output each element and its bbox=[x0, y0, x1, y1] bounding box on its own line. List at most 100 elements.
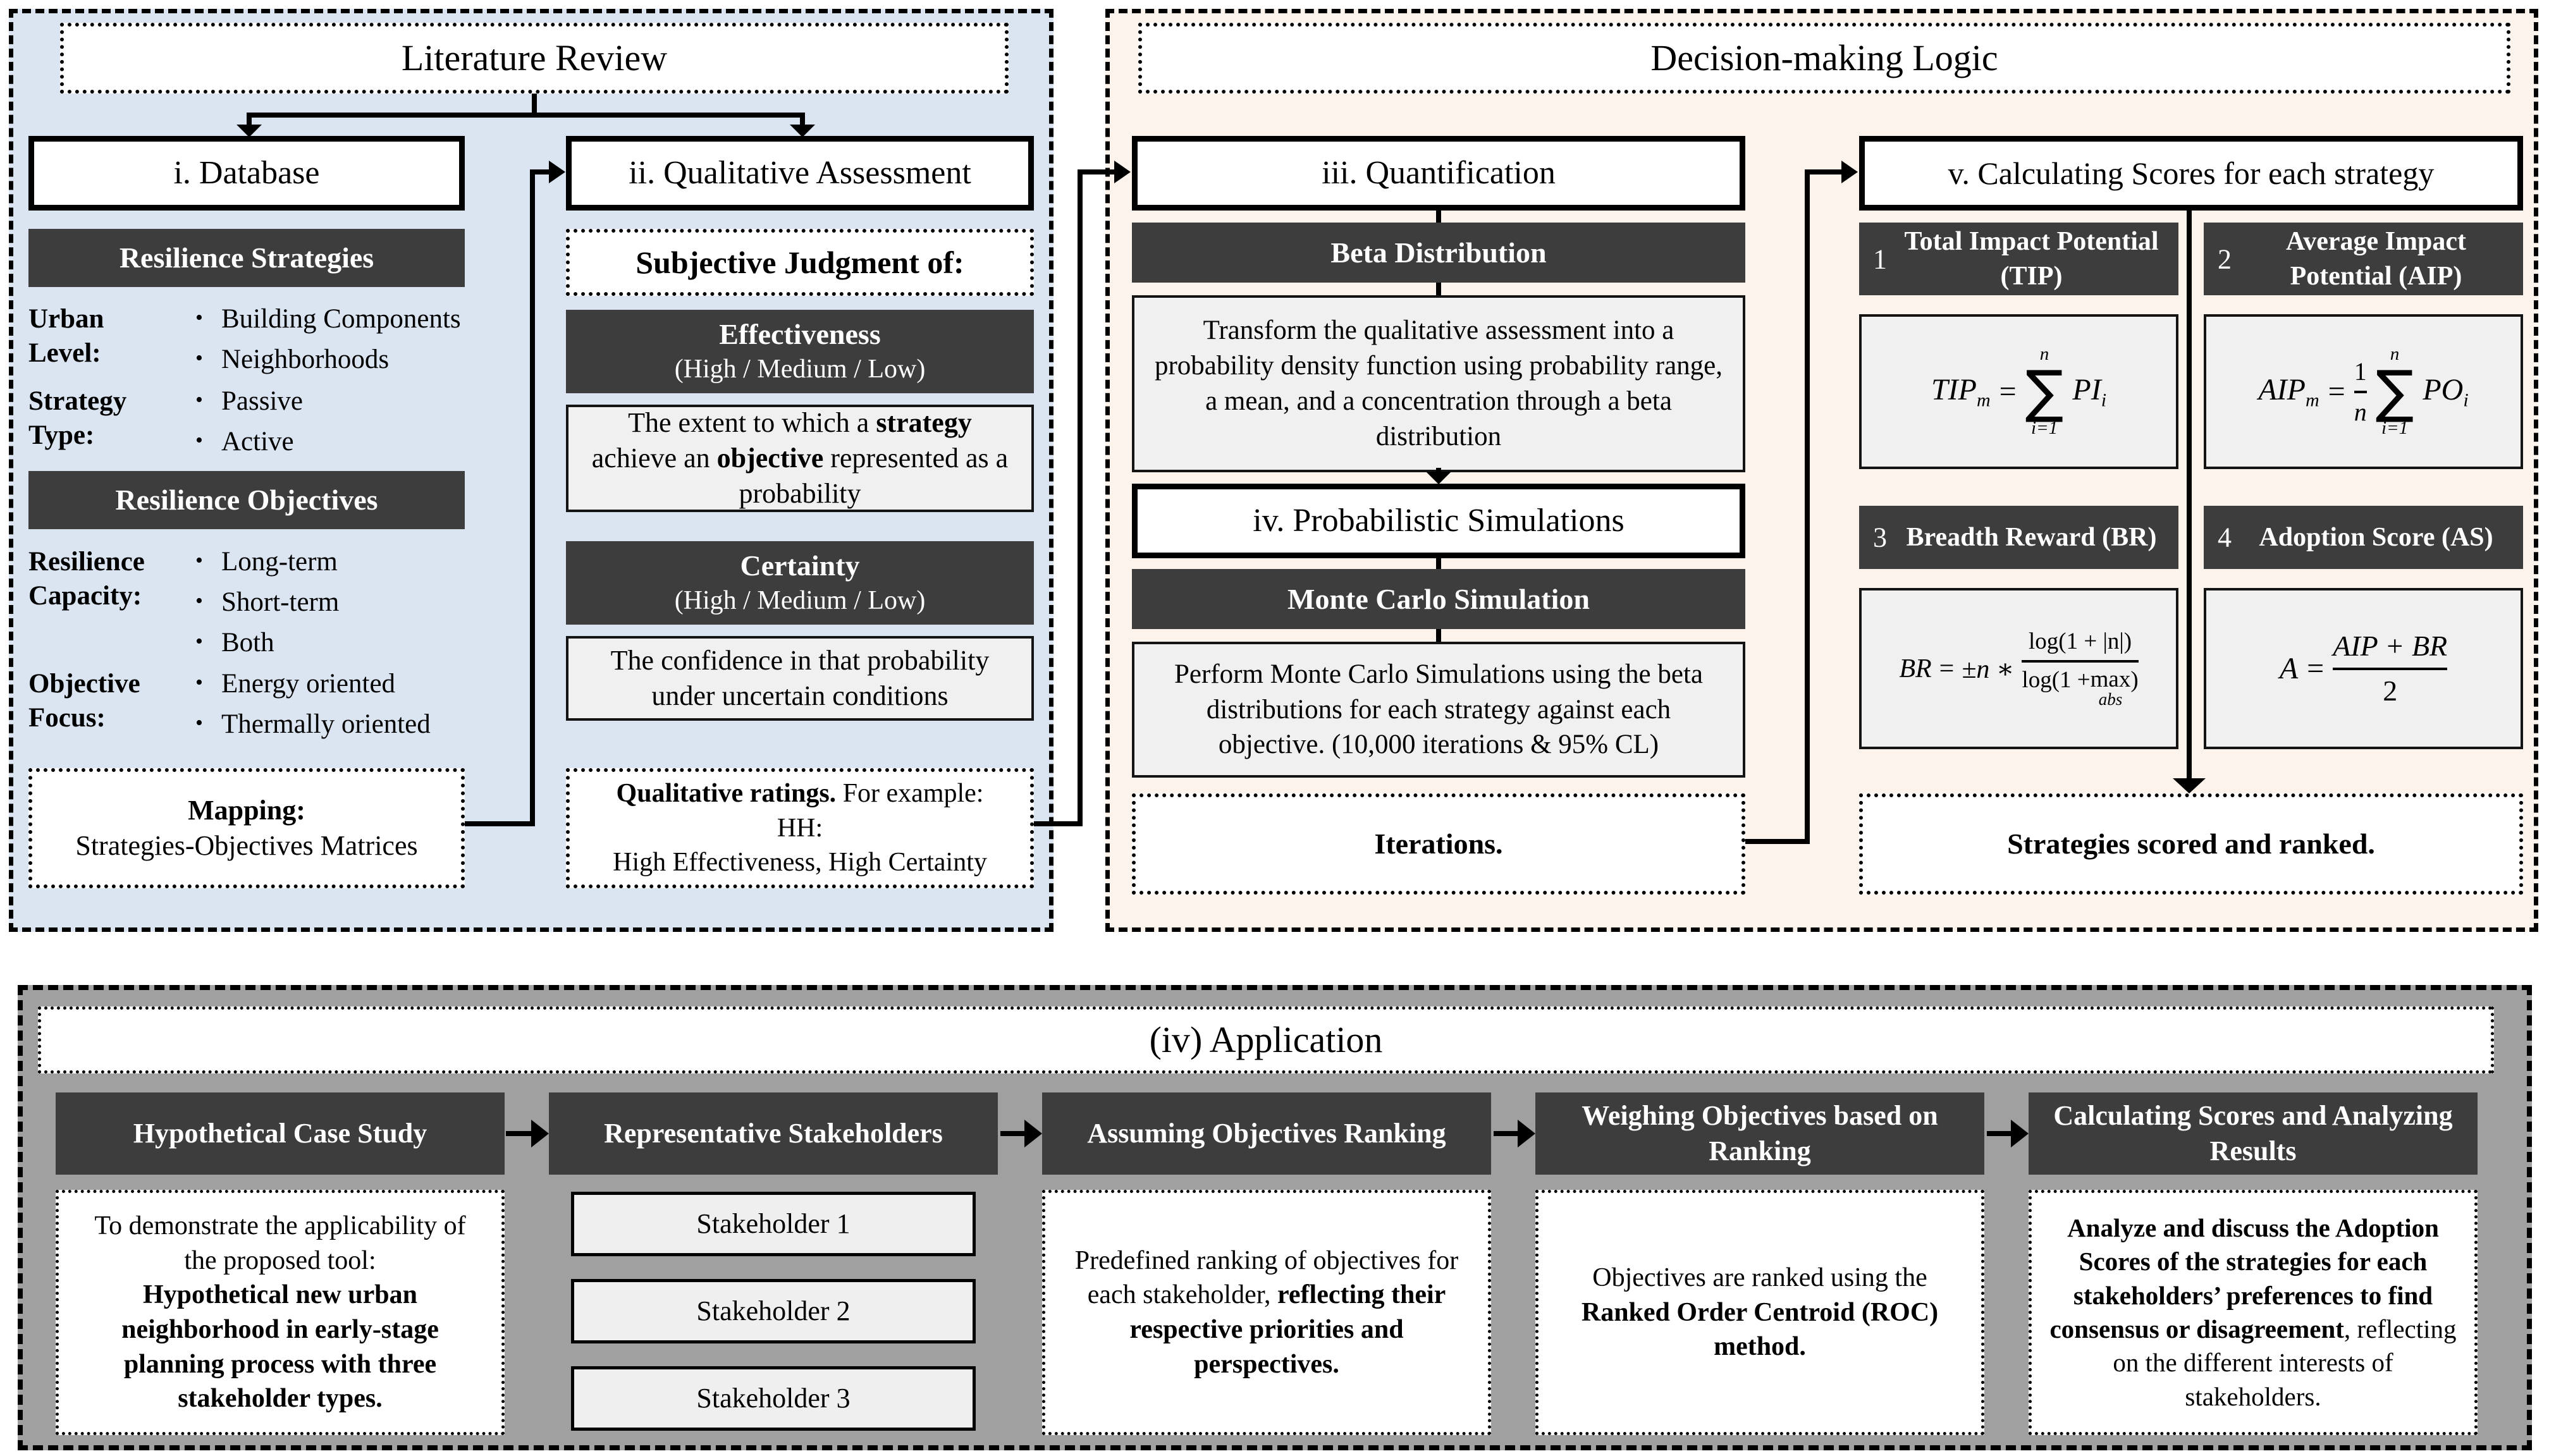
bullet-icon: • bbox=[195, 388, 203, 412]
iterations-box: Iterations. bbox=[1132, 793, 1745, 895]
step-header-objectives-ranking: Assuming Objectives Ranking bbox=[1042, 1092, 1491, 1175]
effectiveness-description-box: The extent to which a strategy achieve a… bbox=[566, 405, 1034, 512]
group-label: Urban Level: bbox=[28, 304, 104, 368]
strategy-type-group: Strategy Type: •Passive •Active bbox=[28, 384, 465, 459]
arrowhead-to-scores bbox=[1841, 161, 1858, 183]
connector-mapping-v bbox=[530, 169, 535, 826]
step-header-calculating: Calculating Scores and Analyzing Results bbox=[2029, 1092, 2478, 1175]
step-header-label: Weighing Objectives based on Ranking bbox=[1582, 1099, 1938, 1166]
mapping-text: Strategies-Objectives Matrices bbox=[75, 830, 418, 861]
bullet-icon: • bbox=[195, 711, 203, 735]
list-item: Neighborhoods bbox=[221, 344, 390, 374]
beta-distribution-label: Beta Distribution bbox=[1330, 236, 1547, 269]
connector-ratings-v bbox=[1078, 169, 1083, 826]
bullet-icon: • bbox=[195, 306, 203, 329]
monte-carlo-description: Perform Monte Carlo Simulations using th… bbox=[1174, 659, 1703, 760]
connector-ratings-h bbox=[1034, 821, 1083, 826]
step-header-stakeholders: Representative Stakeholders bbox=[549, 1092, 998, 1175]
as-formula-box: A = AIP + BR 2 bbox=[2204, 588, 2523, 749]
list-item: Active bbox=[221, 426, 294, 456]
certainty-header: Certainty (High / Medium / Low) bbox=[566, 541, 1034, 625]
tip-title: Total Impact Potential (TIP) bbox=[1904, 226, 2159, 291]
bullet-icon: • bbox=[195, 346, 203, 370]
resilience-objectives-header: Resilience Objectives bbox=[28, 471, 465, 529]
bullet-icon: • bbox=[195, 671, 203, 694]
aip-formula-box: AIPm = 1 n n ∑ i=1 POi bbox=[2204, 314, 2523, 469]
database-box: i. Database bbox=[28, 136, 465, 211]
mapping-title: Mapping: bbox=[188, 794, 305, 826]
bullet-icon: • bbox=[195, 589, 203, 613]
connector-mapping-h bbox=[465, 821, 535, 826]
tip-formula-box: TIPm = n ∑ i=1 PIi bbox=[1859, 314, 2178, 469]
stakeholder-label: Stakeholder 1 bbox=[696, 1208, 851, 1239]
quantification-box: iii. Quantification bbox=[1132, 136, 1745, 211]
urban-level-group: Urban Level: •Building Components •Neigh… bbox=[28, 302, 465, 377]
monte-carlo-label: Monte Carlo Simulation bbox=[1287, 582, 1590, 615]
resilience-strategies-header: Resilience Strategies bbox=[28, 229, 465, 287]
stakeholder-label: Stakeholder 3 bbox=[696, 1382, 851, 1414]
br-title: Breadth Reward (BR) bbox=[1906, 522, 2157, 552]
connector-ratings-h2 bbox=[1083, 169, 1115, 174]
arrowhead-to-qualitative bbox=[790, 125, 815, 137]
results-text: Analyze and discuss the Adoption Scores … bbox=[2049, 1213, 2457, 1411]
subjective-judgment-label: Subjective Judgment of: bbox=[636, 245, 964, 280]
connector-scores-v bbox=[2187, 211, 2192, 780]
list-item: Both bbox=[221, 627, 274, 658]
strategies-ranked-box: Strategies scored and ranked. bbox=[1859, 793, 2523, 895]
effectiveness-header: Effectiveness (High / Medium / Low) bbox=[566, 310, 1034, 393]
literature-review-title-box: Literature Review bbox=[60, 23, 1009, 94]
group-items: •Passive •Active bbox=[177, 384, 465, 459]
group-label: Resilience Capacity: bbox=[28, 547, 145, 611]
connector-iterations-h2 bbox=[1810, 169, 1841, 174]
step-header-label: Calculating Scores and Analyzing Results bbox=[2053, 1099, 2453, 1166]
beta-distribution-header: Beta Distribution bbox=[1132, 223, 1745, 283]
certainty-title: Certainty bbox=[740, 549, 860, 582]
objective-focus-group: Objective Focus: •Energy oriented •Therm… bbox=[28, 667, 465, 742]
connector-step4-5 bbox=[1987, 1131, 2015, 1136]
literature-review-title: Literature Review bbox=[401, 37, 668, 78]
connector-title-stub bbox=[532, 94, 537, 115]
connector-step2-3 bbox=[1000, 1131, 1028, 1136]
tip-header: 1 Total Impact Potential (TIP) bbox=[1859, 223, 2178, 295]
arrowhead-step5 bbox=[2011, 1120, 2029, 1147]
monte-carlo-description-box: Perform Monte Carlo Simulations using th… bbox=[1132, 642, 1745, 778]
beta-description: Transform the qualitative assessment int… bbox=[1154, 315, 1723, 451]
arrowhead-step2 bbox=[531, 1120, 549, 1147]
resilience-strategies-label: Resilience Strategies bbox=[119, 242, 374, 274]
arrowhead-step4 bbox=[1518, 1120, 1535, 1147]
decision-making-title: Decision-making Logic bbox=[1650, 37, 1998, 78]
calculating-scores-title: v. Calculating Scores for each strategy bbox=[1948, 156, 2435, 191]
aip-formula: AIPm = 1 n n ∑ i=1 POi bbox=[2258, 343, 2469, 439]
connector-iterations-v bbox=[1805, 169, 1810, 844]
iterations-label: Iterations. bbox=[1374, 828, 1503, 860]
connector-quant-beta bbox=[1436, 211, 1441, 223]
strategies-ranked-label: Strategies scored and ranked. bbox=[2007, 828, 2375, 860]
stakeholder-2-box: Stakeholder 2 bbox=[571, 1279, 976, 1343]
objectives-ranking-box: Predefined ranking of objectives for eac… bbox=[1042, 1190, 1491, 1435]
arrowhead-to-quantification bbox=[1114, 161, 1131, 183]
aip-header: 2 Average Impact Potential (AIP) bbox=[2204, 223, 2523, 295]
aip-title: Average Impact Potential (AIP) bbox=[2286, 226, 2466, 291]
arrowhead-to-database bbox=[236, 125, 262, 137]
bullet-icon: • bbox=[195, 629, 203, 653]
group-items: •Building Components •Neighborhoods bbox=[177, 302, 465, 377]
effectiveness-scale: (High / Medium / Low) bbox=[674, 355, 926, 384]
list-item: Long-term bbox=[221, 547, 338, 577]
step-header-label: Assuming Objectives Ranking bbox=[1087, 1117, 1446, 1149]
connector-desc-sim bbox=[1436, 468, 1441, 473]
arrowhead-to-simulations bbox=[1426, 472, 1451, 484]
arrowhead-to-ranked bbox=[2173, 778, 2206, 793]
ratings-line1: Qualitative ratings. For example: bbox=[616, 779, 984, 809]
tip-formula: TIPm = n ∑ i=1 PIi bbox=[1931, 343, 2107, 439]
connector-mapping-h2 bbox=[535, 169, 550, 174]
calculating-scores-box: v. Calculating Scores for each strategy bbox=[1859, 136, 2523, 211]
connector-title-hline bbox=[247, 113, 805, 118]
br-header: 3 Breadth Reward (BR) bbox=[1859, 506, 2178, 569]
resilience-objectives-label: Resilience Objectives bbox=[115, 484, 378, 517]
connector-sim-mc bbox=[1436, 558, 1441, 569]
effectiveness-description: The extent to which a strategy achieve a… bbox=[591, 407, 1009, 510]
certainty-description: The confidence in that probability under… bbox=[610, 644, 990, 711]
connector-left-stub bbox=[247, 118, 252, 126]
